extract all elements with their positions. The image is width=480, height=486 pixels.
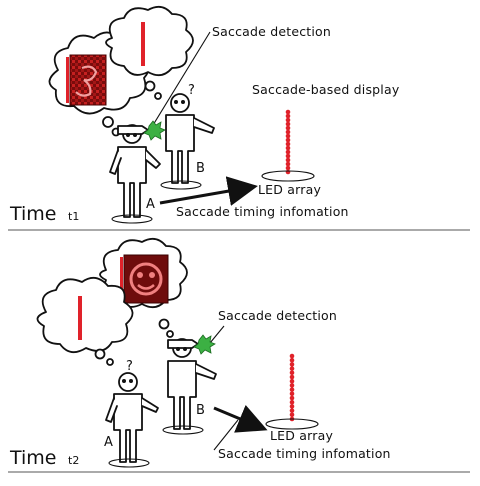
question-mark-top: ?	[188, 83, 195, 98]
led-dot	[285, 133, 291, 139]
leader-line-saccade-detection-top	[149, 31, 211, 131]
led-dot	[285, 145, 291, 151]
led-bar-bottom	[78, 296, 82, 340]
led-dot	[289, 366, 295, 371]
led-base-top	[261, 170, 315, 182]
led-dot	[289, 357, 295, 363]
led-dot	[285, 121, 291, 127]
led-dot	[289, 387, 295, 392]
led-column-left-top	[66, 57, 69, 103]
led-dot	[289, 412, 295, 418]
led-dot	[289, 370, 295, 376]
led-dot	[289, 399, 295, 405]
led-dot	[289, 378, 295, 384]
arrow-top	[159, 176, 258, 206]
label-led-array-bottom: LED array	[270, 428, 333, 443]
led-dot	[289, 408, 295, 413]
led-dot	[285, 157, 291, 163]
led-dot	[289, 374, 295, 380]
panel-top: Saccade detection Saccade-based display …	[8, 5, 470, 231]
led-dot	[285, 153, 291, 159]
label-saccade-detection-top: Saccade detection	[212, 24, 331, 39]
label-time-sub-bottom: t2	[68, 454, 79, 467]
label-saccade-timing-top: Saccade timing infomation	[176, 204, 349, 219]
led-dot	[285, 141, 291, 147]
label-led-array-top: LED array	[258, 182, 321, 197]
led-dot	[289, 383, 295, 388]
led-dot	[285, 125, 291, 131]
thought-bubble-bar-top	[105, 5, 194, 100]
panel-bottom: Saccade detection ? A B	[8, 237, 470, 473]
led-dot	[285, 165, 291, 171]
person-b-top: ?	[160, 83, 215, 190]
led-dot	[285, 129, 291, 135]
question-mark-bottom: ?	[126, 359, 133, 374]
label-time-bottom: Time	[9, 447, 57, 469]
person-b-bottom	[162, 338, 217, 435]
label-person-b-bottom: B	[196, 403, 205, 418]
label-time-top: Time	[9, 203, 57, 225]
led-dot	[285, 169, 291, 175]
led-dot	[289, 404, 295, 409]
person-a-top	[109, 124, 161, 224]
led-dot	[289, 395, 295, 401]
person-a-bottom: ?	[105, 359, 159, 468]
led-dot	[285, 109, 291, 115]
led-array-bottom	[289, 353, 295, 422]
arrow-bottom	[213, 404, 268, 433]
thought-bubble-bar-bottom	[36, 276, 134, 366]
led-dot	[285, 137, 291, 143]
led-dot	[289, 353, 295, 359]
label-person-b-top: B	[196, 161, 205, 176]
label-person-a-top: A	[146, 197, 155, 212]
label-saccade-detection-bottom: Saccade detection	[218, 308, 337, 323]
label-person-a-bottom: A	[104, 435, 113, 450]
eye-tracker-icon-top	[143, 120, 166, 141]
label-saccade-based-display: Saccade-based display	[252, 82, 400, 97]
led-dot	[285, 149, 291, 155]
leader-line-saccade-timing-bottom	[213, 419, 239, 451]
led-dot	[289, 391, 295, 397]
led-bar-top	[141, 22, 145, 66]
eye-tracker-icon-bottom	[193, 334, 216, 355]
led-dot	[285, 117, 291, 123]
led-array-top	[285, 109, 291, 175]
led-dot	[285, 161, 291, 167]
label-saccade-timing-bottom: Saccade timing infomation	[218, 446, 391, 461]
label-time-sub-top: t1	[68, 210, 79, 223]
leader-line-saccade-detection-bottom	[209, 325, 225, 344]
led-dot	[285, 113, 291, 119]
led-dot	[289, 362, 295, 367]
